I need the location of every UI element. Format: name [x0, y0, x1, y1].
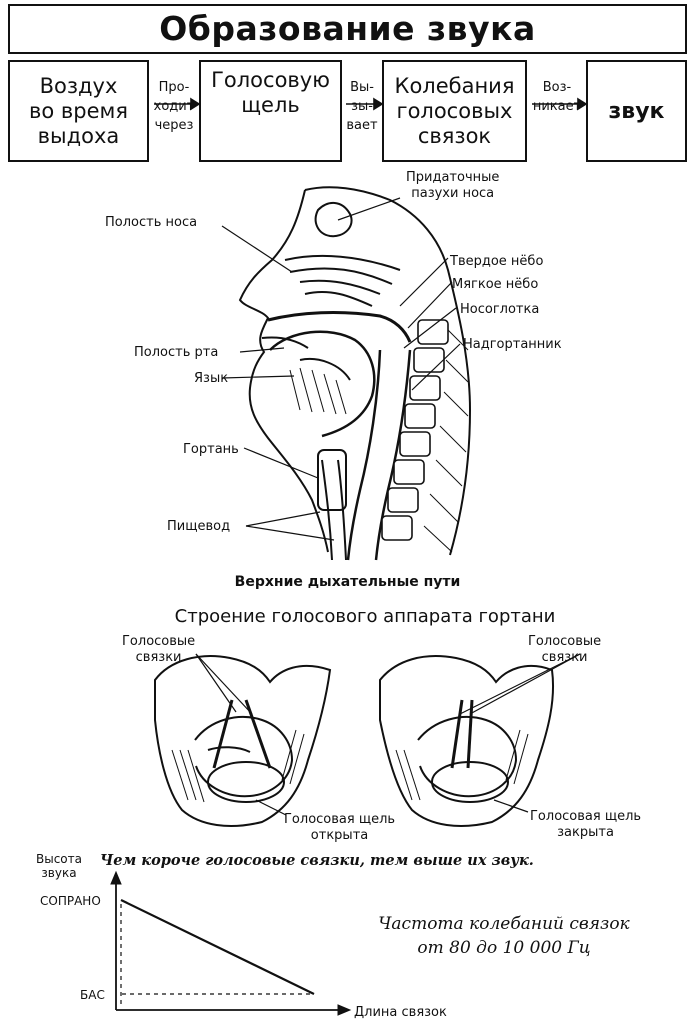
pitch-chart — [110, 870, 352, 1016]
frequency-note: Частота колебаний связок от 80 до 10 000… — [378, 914, 630, 958]
label-vocal-cords-left: Голосовые связки — [122, 634, 196, 665]
label-oral-cavity: Полость рта — [134, 345, 219, 360]
flow-box-glottis: Голосовую щель — [199, 60, 342, 162]
pitch-axis-x-label: Длина связок — [354, 1005, 447, 1020]
label-glottis-open: Голосовая щель открыта — [284, 812, 396, 843]
pitch-bass-label: БАС — [80, 988, 105, 1002]
label-tongue: Язык — [194, 371, 229, 386]
connector-arises: Воз- никает — [532, 80, 582, 114]
flow-box-exhaled-air: Воздух во время выдоха — [8, 60, 149, 162]
label-epiglottis: Надгортанник — [463, 337, 562, 352]
flow-box-text: Голосовую щель — [211, 68, 330, 117]
pitch-line — [120, 899, 315, 995]
larynx-heading: Строение голосового аппарата гортани — [174, 606, 556, 627]
larynx-open-diagram — [154, 655, 332, 827]
upper-airway-illustration — [221, 186, 472, 561]
page-title: Образование звука — [8, 4, 687, 54]
label-glottis-closed: Голосовая щель закрыта — [530, 809, 642, 840]
flow-box-vocal-cord-vibration: Колебания голосовых связок — [382, 60, 527, 162]
flow-box-text: Колебания голосовых связок — [394, 73, 515, 148]
connector-causes: Вы- зы- вает — [346, 80, 378, 133]
flow-box-sound: звук — [586, 60, 687, 162]
flow-arrows — [154, 97, 588, 111]
flow-box-text: звук — [608, 98, 665, 124]
connector-passes-through: Про- ходит через — [153, 80, 195, 133]
label-esophagus: Пищевод — [167, 519, 231, 534]
x-axis-arrow-icon — [337, 1004, 352, 1016]
label-vocal-cords-right: Голосовые связки — [528, 634, 602, 665]
arrow-icon — [154, 97, 201, 111]
label-nasal-cavity: Полость носа — [105, 215, 198, 230]
arrow-icon — [346, 97, 384, 111]
pitch-axis-y-label: Высота звука — [36, 852, 82, 880]
larynx-closed-diagram — [379, 655, 555, 827]
label-sinuses: Придаточные пазухи носа — [406, 170, 500, 201]
pitch-soprano-label: СОПРАНО — [40, 894, 101, 908]
airway-caption: Верхние дыхательные пути — [234, 574, 461, 590]
pitch-rule-text: Чем короче голосовые связки, тем выше их… — [100, 852, 534, 869]
arrow-icon — [532, 97, 588, 111]
label-hard-palate: Твердое нёбо — [450, 254, 544, 269]
label-nasopharynx: Носоглотка — [460, 302, 540, 317]
label-soft-palate: Мягкое нёбо — [452, 277, 539, 292]
larynx-illustrations — [154, 653, 581, 827]
y-axis-arrow-icon — [110, 870, 122, 885]
label-larynx: Гортань — [183, 442, 239, 457]
flow-box-text: Воздух во время выдоха — [28, 73, 128, 148]
